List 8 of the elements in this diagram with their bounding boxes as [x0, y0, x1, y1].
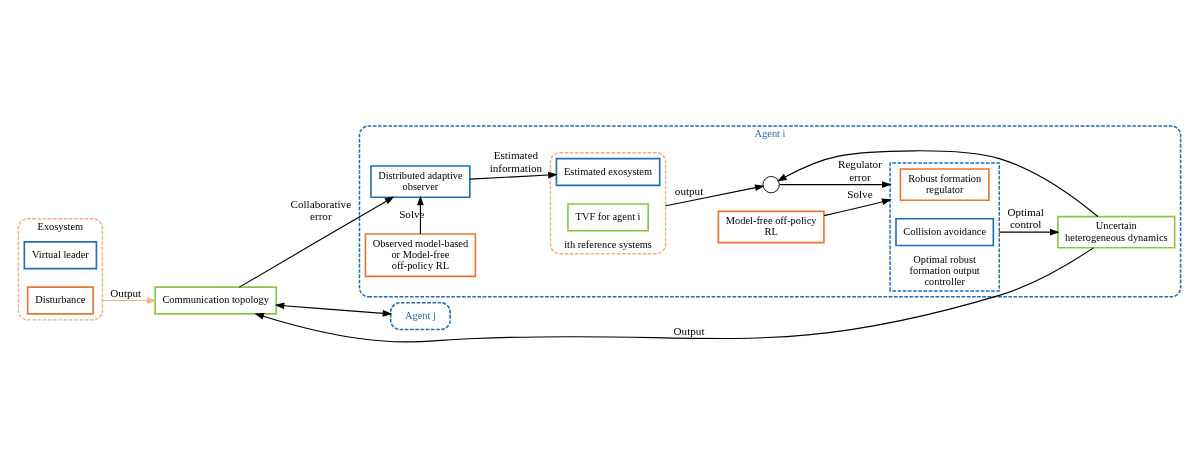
edge-label: Collaborative error	[290, 197, 352, 222]
edge-label: output	[674, 184, 704, 197]
edge-label: Regulator error	[838, 157, 882, 183]
edge-label: Output	[673, 324, 705, 337]
edge-label: Solve	[847, 187, 873, 200]
edge-label: Output	[110, 286, 142, 299]
edge-label: Estimated information	[489, 148, 543, 174]
edge-label: Optimal control	[1007, 205, 1044, 230]
